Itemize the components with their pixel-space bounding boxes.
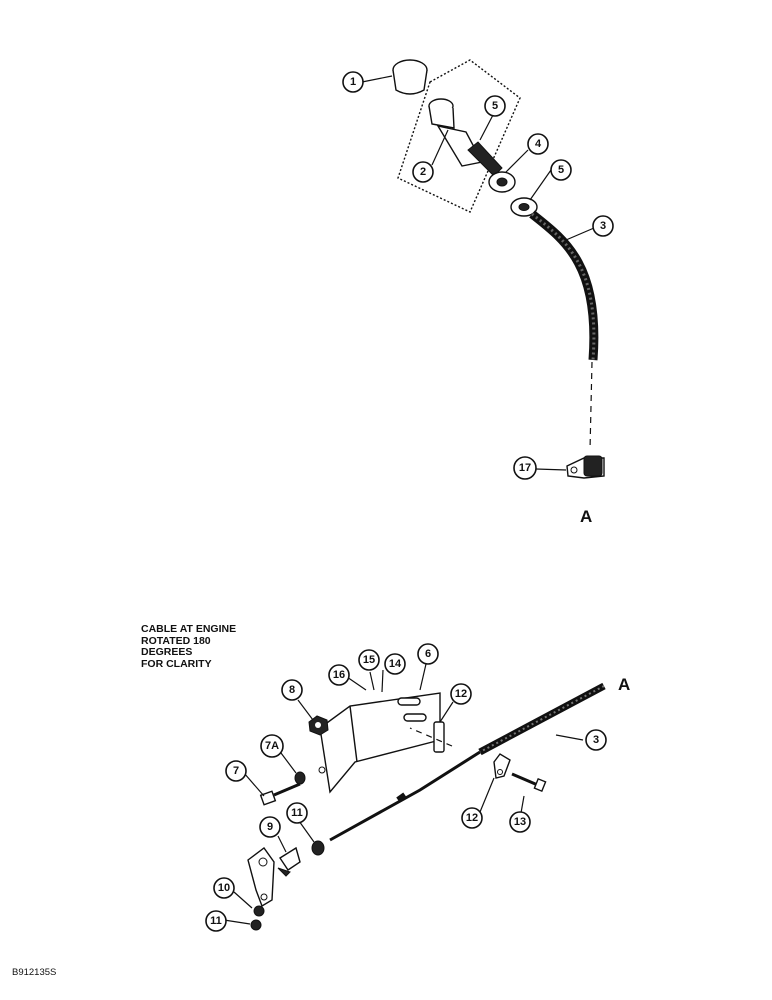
callout-9: 9 <box>259 816 281 838</box>
callout-1: 1 <box>342 71 364 93</box>
svg-text:11: 11 <box>291 807 303 819</box>
svg-text:13: 13 <box>514 816 526 828</box>
cable-core <box>329 750 481 842</box>
callout-5-upper: 5 <box>484 95 506 117</box>
svg-text:15: 15 <box>363 654 375 666</box>
upper-assembly: A <box>392 59 605 526</box>
nut-11-upper <box>311 840 325 856</box>
svg-text:11: 11 <box>210 915 222 927</box>
svg-text:12: 12 <box>455 688 467 700</box>
svg-text:14: 14 <box>389 658 402 670</box>
callout-4: 4 <box>527 133 549 155</box>
lock-washer <box>488 171 516 193</box>
throttle-lever <box>247 847 275 908</box>
svg-text:2: 2 <box>420 166 426 178</box>
callout-15: 15 <box>358 649 380 671</box>
callout-3-bottom: 3 <box>585 729 607 751</box>
svg-text:5: 5 <box>558 164 564 176</box>
control-head <box>428 98 484 167</box>
callout-12-upper: 12 <box>450 683 472 705</box>
nut-11-lower <box>250 919 262 931</box>
svg-text:16: 16 <box>333 669 345 681</box>
callout-16: 16 <box>328 664 350 686</box>
callout-6: 6 <box>417 643 439 665</box>
callout-11-lower: 11 <box>205 910 227 932</box>
callout-8: 8 <box>281 679 303 701</box>
bolt-7 <box>259 782 301 806</box>
svg-text:3: 3 <box>593 734 599 746</box>
svg-text:9: 9 <box>267 821 273 833</box>
svg-text:5: 5 <box>492 100 498 112</box>
note-line-3: DEGREES <box>141 646 193 658</box>
svg-text:7: 7 <box>233 765 239 777</box>
cable-clamp <box>493 753 511 779</box>
svg-text:10: 10 <box>218 882 230 894</box>
washer-7a <box>294 771 306 785</box>
reference-letter-top: A <box>580 507 592 526</box>
svg-text:8: 8 <box>289 684 295 696</box>
nut <box>510 197 538 217</box>
ball-joint <box>277 846 301 877</box>
svg-text:12: 12 <box>466 812 478 824</box>
mounting-bracket <box>318 692 445 794</box>
note-line-4: FOR CLARITY <box>141 657 212 670</box>
svg-text:6: 6 <box>425 648 431 660</box>
washer-10 <box>253 905 265 917</box>
cable-sheath-upper <box>529 210 599 361</box>
note-line-1: CABLE AT ENGINE <box>141 623 237 635</box>
svg-text:3: 3 <box>600 220 606 232</box>
leaders-lower <box>223 663 584 925</box>
callout-17: 17 <box>513 456 537 480</box>
leaders-upper <box>361 75 595 471</box>
callout-5-lower: 5 <box>550 159 572 181</box>
svg-text:1: 1 <box>350 76 356 88</box>
callout-13: 13 <box>509 811 531 833</box>
figure-code: B912135S <box>12 967 57 978</box>
cable-note: CABLE AT ENGINE ROTATED 180 DEGREES FOR … <box>141 623 237 670</box>
reference-letter-right: A <box>618 675 630 694</box>
svg-text:4: 4 <box>535 138 542 150</box>
svg-text:7A: 7A <box>265 740 279 752</box>
nut-8 <box>308 715 329 736</box>
note-line-2: ROTATED 180 <box>141 634 211 647</box>
callout-14: 14 <box>384 653 406 675</box>
knob <box>392 59 428 95</box>
callout-7: 7 <box>225 760 247 782</box>
lower-assembly: A <box>247 675 630 931</box>
callout-7a: 7A <box>260 734 284 758</box>
callout-2: 2 <box>412 161 434 183</box>
callout-3-top: 3 <box>592 215 614 237</box>
callout-12-lower: 12 <box>461 807 483 829</box>
callout-11-upper: 11 <box>286 802 308 824</box>
bolt-13 <box>511 772 541 788</box>
callout-10: 10 <box>213 877 235 899</box>
cable-clip <box>566 455 605 479</box>
svg-text:17: 17 <box>519 462 531 474</box>
threaded-shank <box>467 141 503 177</box>
